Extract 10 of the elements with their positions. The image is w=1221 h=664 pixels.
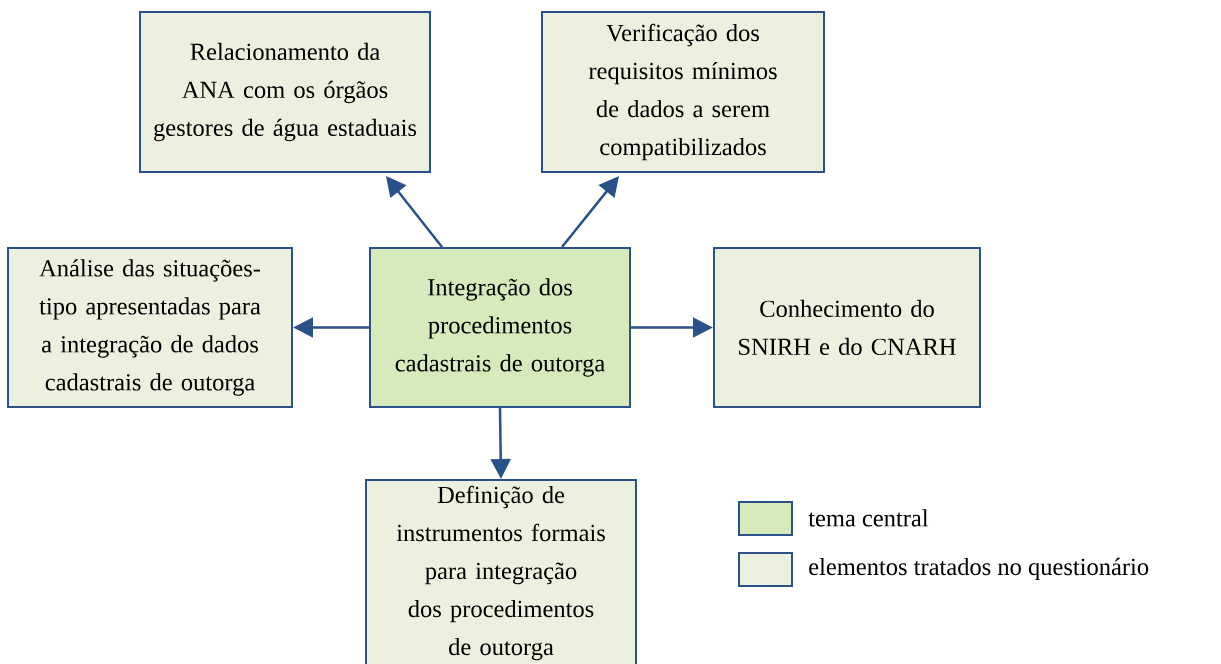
arrow bbox=[561, 176, 619, 248]
topic-box: Relacionamento da ANA com os órgãos gestores de água estaduais bbox=[139, 11, 431, 173]
legend-label: elementos tratados no questionário bbox=[809, 557, 1149, 581]
topic-box: Definição de instrumentos formais para integração dos procedimentos de outorga bbox=[365, 479, 637, 664]
topic-box: Conhecimento do SNIRH e do CNARH bbox=[713, 247, 981, 408]
arrow bbox=[386, 176, 443, 248]
central-topic-box: Integração dos procedimentos cadastrais de outorga bbox=[369, 247, 631, 408]
topic-box: Verificação dos requisitos mínimos de dados a serem compatibilizados bbox=[541, 11, 825, 173]
legend-label: tema central bbox=[808, 509, 929, 527]
topic-box: Análise das situações-tipo apresentadas para a integração de dados cadastrais de outorga bbox=[7, 247, 293, 408]
